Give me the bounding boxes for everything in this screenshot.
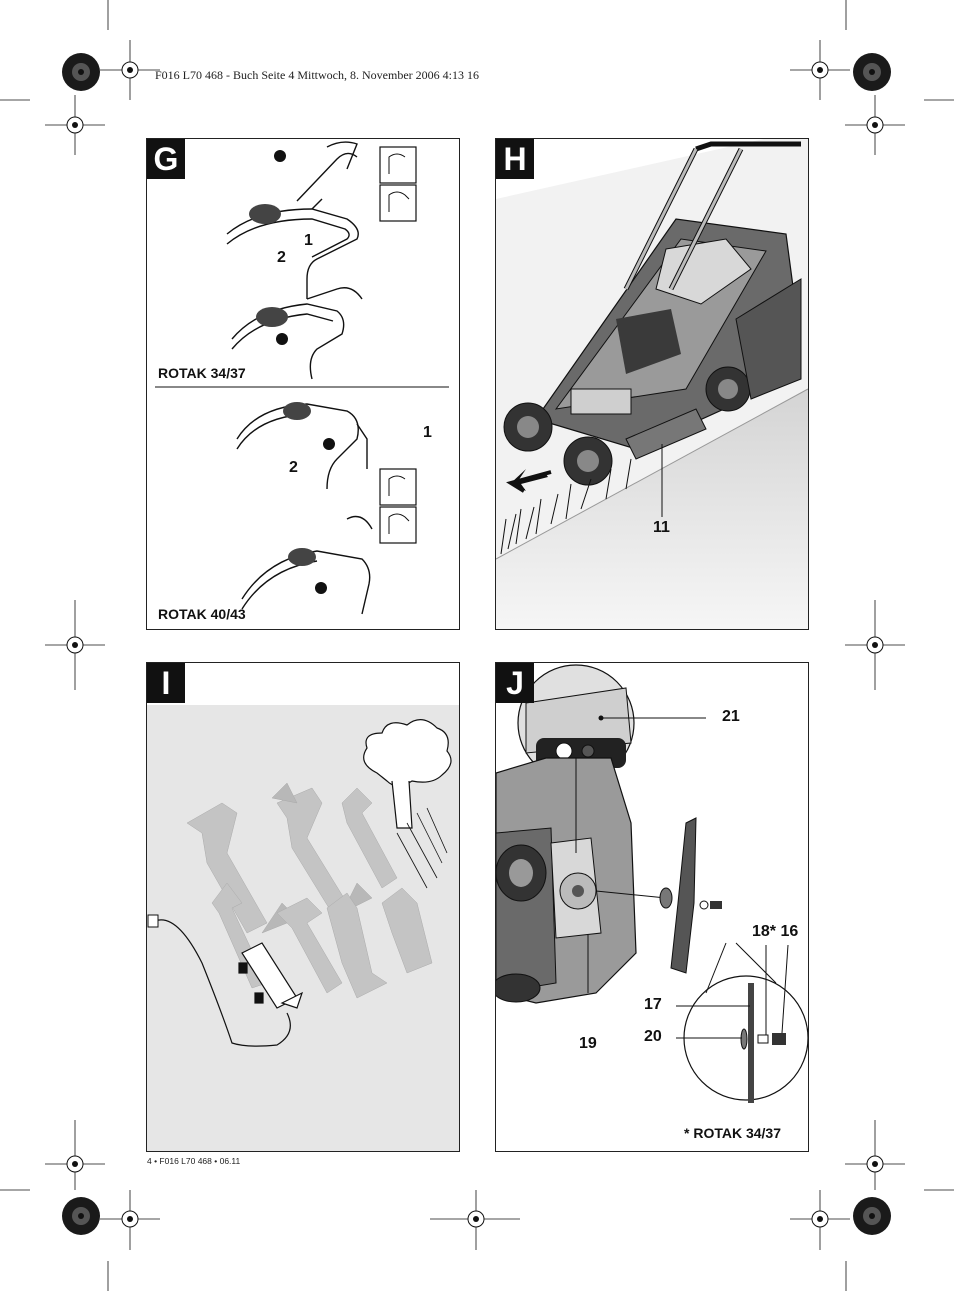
handle-folding-illustration	[155, 141, 449, 615]
panel-i-letter: I	[147, 663, 185, 703]
label-19: 19	[579, 1035, 597, 1052]
label-17: 17	[644, 996, 662, 1013]
page-header: F016 L70 468 - Buch Seite 4 Mittwoch, 8.…	[155, 68, 479, 82]
panel-j: J 21 18* 1	[495, 662, 809, 1152]
rotak-34-37-note: * ROTAK 34/37	[684, 1125, 781, 1141]
label-1-top: 1	[304, 232, 313, 249]
label-2-bottom: 2	[289, 459, 298, 476]
mowing-pattern-illustration	[147, 705, 459, 1151]
panel-i: I	[146, 662, 460, 1152]
label-20: 20	[644, 1028, 662, 1045]
page-footer: 4 • F016 L70 468 • 06.11	[147, 1156, 241, 1166]
label-11: 11	[653, 519, 670, 536]
panel-h: H	[495, 138, 809, 630]
panel-h-letter: H	[496, 139, 534, 179]
panel-g: G	[146, 138, 460, 630]
label-21: 21	[722, 708, 740, 725]
panel-g-letter: G	[147, 139, 185, 179]
blade-replacement-illustration	[496, 664, 808, 1103]
model-rotak-34-37: ROTAK 34/37	[158, 365, 246, 381]
label-1-bottom: 1	[423, 424, 432, 441]
label-2-top: 2	[277, 249, 286, 266]
panel-j-letter: J	[496, 663, 534, 703]
slope-mowing-illustration	[496, 139, 808, 629]
label-18-16: 18* 16	[752, 923, 799, 940]
model-rotak-40-43: ROTAK 40/43	[158, 606, 246, 622]
